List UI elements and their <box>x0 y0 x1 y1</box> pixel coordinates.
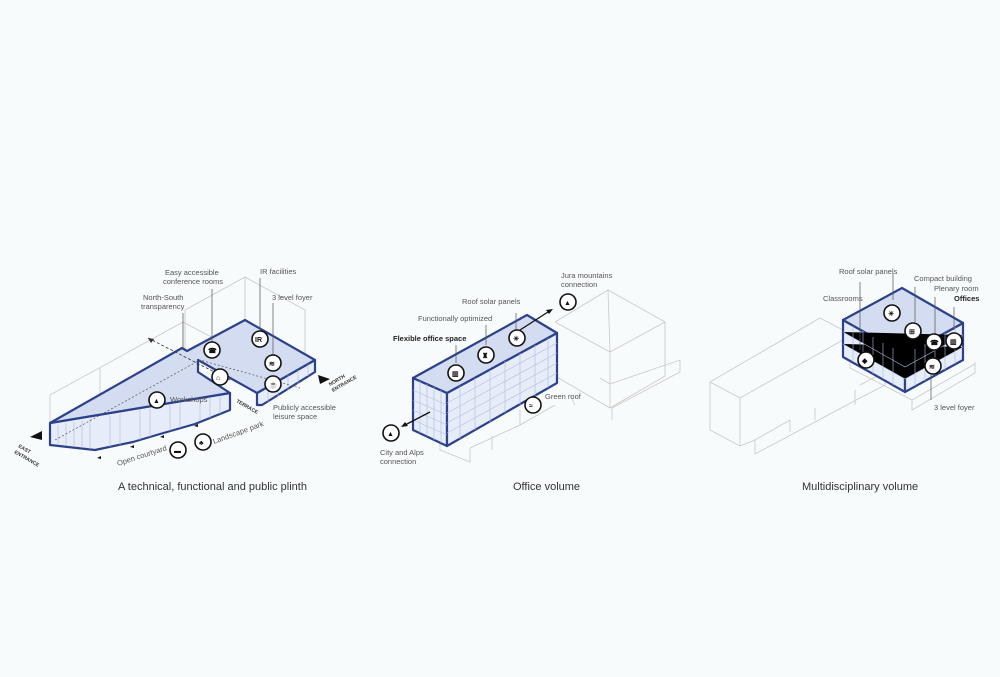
arrow-icon <box>148 338 154 343</box>
arrow-head <box>401 422 408 427</box>
svg-text:☕: ☕ <box>269 380 278 389</box>
foyer-icon: ≋ <box>924 357 942 375</box>
svg-text:◆: ◆ <box>861 358 868 365</box>
context-buildings <box>439 289 681 463</box>
svg-text:⌂: ⌂ <box>216 375 220 382</box>
label-classrooms: Classrooms <box>823 294 863 303</box>
caption-plinth: A technical, functional and public plint… <box>118 481 307 493</box>
svg-text:☀: ☀ <box>888 310 894 318</box>
label-transparency-1: North-South <box>143 293 183 302</box>
open-courtyard-icon: ▬ <box>169 441 187 459</box>
svg-text:≋: ≋ <box>929 364 935 371</box>
label-compact: Compact building <box>914 274 972 283</box>
label-conference-1: Easy accessible <box>165 268 219 277</box>
label-terrace: TERRACE <box>235 399 260 417</box>
label-plenary: Plenary room <box>934 284 979 293</box>
green-roof-icon: ≈ <box>524 396 542 414</box>
svg-text:☀: ☀ <box>513 335 519 343</box>
svg-text:≈: ≈ <box>529 403 533 410</box>
label-leisure-2: leisure space <box>273 412 317 421</box>
leisure-space-icon: ☕ <box>264 375 282 393</box>
label-optimized: Functionally optimized <box>418 314 492 323</box>
label-landscape: Landscape park <box>212 419 265 446</box>
label-conference-2: conference rooms <box>163 277 223 286</box>
svg-text:▲: ▲ <box>153 398 160 405</box>
svg-text:▬: ▬ <box>174 448 181 455</box>
label-workshops: Workshops <box>170 395 208 404</box>
facade-grid <box>57 364 309 449</box>
label-city-1: City and Alps <box>380 448 424 457</box>
workshops-icon: ▲ <box>148 391 166 409</box>
offices-icon: ▥ <box>945 332 963 350</box>
functionally-optimized-icon: ♜ <box>477 346 495 364</box>
arrow-icon <box>404 411 431 426</box>
circulation-path <box>54 359 301 441</box>
facade-grid <box>412 338 558 443</box>
jura-mountains-icon: ▲ <box>559 293 577 311</box>
compact-building-icon: ⊞ <box>904 322 922 340</box>
flexible-office-icon: ▥ <box>447 364 465 382</box>
svg-text:♜: ♜ <box>482 352 488 360</box>
classrooms-icon: ◆ <box>857 351 875 369</box>
label-jura-1: Jura mountains <box>561 271 613 280</box>
foyer-icon: ≋ <box>264 354 282 372</box>
label-transparency-2: transparency <box>141 302 185 311</box>
label-leisure-1: Publicly accessible <box>273 403 336 412</box>
solar-panels-icon: ☀ <box>883 304 901 322</box>
solar-panels-icon: ☀ <box>508 329 526 347</box>
arrow-head <box>546 309 553 314</box>
context-buildings <box>49 276 306 450</box>
label-solar: Roof solar panels <box>462 297 521 306</box>
label-east-1: EAST <box>17 444 32 456</box>
landscape-park-icon: ♣ <box>194 433 212 451</box>
label-ir: IR facilities <box>260 267 297 276</box>
svg-text:☎: ☎ <box>208 347 217 355</box>
caption-multidisciplinary: Multidisciplinary volume <box>802 481 918 493</box>
label-foyer: 3 level foyer <box>272 293 313 302</box>
plinth-panel: ☎ ⌂ IR ≋ ☕ ▲ ▬ ♣ Easy accessible confere… <box>13 267 359 493</box>
svg-text:≋: ≋ <box>269 361 275 368</box>
office-panel: ▥ ♜ ☀ ≈ ▲ ▲ Jura mountains connection Ro… <box>380 271 681 493</box>
label-city-2: connection <box>380 457 416 466</box>
svg-text:▥: ▥ <box>950 339 957 346</box>
svg-text:▲: ▲ <box>387 431 394 438</box>
svg-text:IR: IR <box>255 337 262 344</box>
multidisciplinary-panel: ◆ ☀ ⊞ ☎ ▥ ≋ Roof solar panels Compact bu… <box>709 267 979 493</box>
label-offices: Offices <box>954 294 979 303</box>
label-green-roof: Green roof <box>545 392 582 401</box>
arrow-icon <box>519 311 549 331</box>
svg-text:▲: ▲ <box>564 300 571 307</box>
city-alps-icon: ▲ <box>382 424 400 442</box>
transparency-icon: ⌂ <box>211 368 229 386</box>
label-jura-2: connection <box>561 280 597 289</box>
svg-text:▥: ▥ <box>452 371 459 378</box>
multidisciplinary-volume <box>841 286 965 394</box>
label-flexible: Flexible office space <box>393 334 466 343</box>
ir-facilities-icon: IR <box>251 330 269 348</box>
svg-text:⊞: ⊞ <box>909 329 915 336</box>
label-foyer: 3 level foyer <box>934 403 975 412</box>
conference-rooms-icon: ☎ <box>203 341 221 359</box>
svg-text:♣: ♣ <box>199 440 204 447</box>
context-buildings <box>709 317 976 455</box>
label-courtyard: Open courtyard <box>116 443 168 468</box>
plinth-volume <box>48 318 317 452</box>
north-entrance-arrow-icon <box>318 375 330 384</box>
label-solar: Roof solar panels <box>839 267 898 276</box>
caption-office: Office volume <box>513 481 580 493</box>
plenary-room-icon: ☎ <box>925 333 943 351</box>
svg-text:☎: ☎ <box>930 339 939 347</box>
east-entrance-arrow-icon <box>30 431 42 440</box>
